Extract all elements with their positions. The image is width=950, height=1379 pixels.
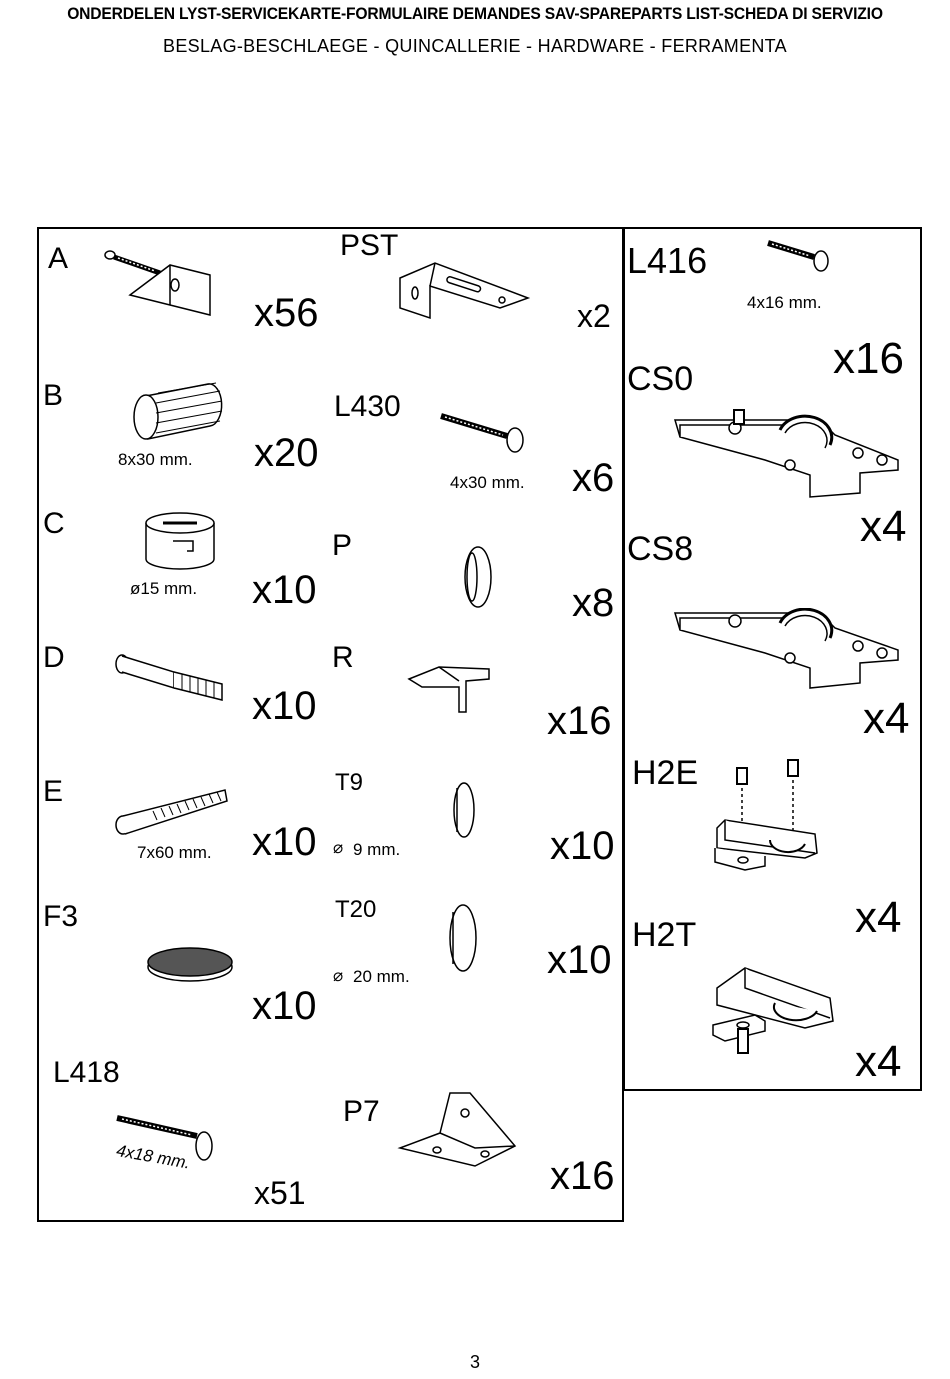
part-code-d: D bbox=[43, 641, 65, 674]
part-size-b: 8x30 mm. bbox=[118, 450, 193, 469]
cover-cap-icon bbox=[450, 780, 476, 840]
part-qty-l416: x16 bbox=[833, 334, 904, 383]
part-qty-pst: x2 bbox=[577, 298, 611, 334]
angle-bracket-icon bbox=[390, 258, 535, 323]
large-cover-cap-icon bbox=[446, 902, 478, 974]
part-code-h2e: H2E bbox=[632, 754, 699, 792]
felt-pad-icon bbox=[145, 945, 235, 983]
part-qty-b: x20 bbox=[254, 431, 319, 475]
part-code-pst: PST bbox=[340, 229, 399, 262]
part-qty-t20: x10 bbox=[547, 938, 612, 982]
part-qty-r: x16 bbox=[547, 699, 612, 743]
part-qty-l430: x6 bbox=[572, 456, 615, 500]
part-code-t20: T20 bbox=[335, 896, 377, 923]
cabinet-hinge-icon-cs8 bbox=[670, 608, 905, 698]
part-qty-e: x10 bbox=[252, 820, 317, 864]
part-code-t9: T9 bbox=[335, 769, 364, 796]
part-qty-c: x10 bbox=[252, 568, 317, 612]
part-qty-h2e: x4 bbox=[855, 893, 902, 942]
cam-bolt-icon bbox=[112, 654, 230, 704]
part-qty-p7: x16 bbox=[550, 1154, 615, 1198]
hardware-panel-hinges bbox=[623, 227, 922, 1091]
short-wood-screw-icon bbox=[764, 237, 834, 277]
diameter-icon-t20: ⌀ bbox=[333, 966, 344, 985]
part-code-cs8: CS8 bbox=[627, 530, 694, 568]
part-code-l418: L418 bbox=[53, 1056, 120, 1089]
part-code-p7: P7 bbox=[343, 1095, 380, 1128]
shelf-support-peg-icon bbox=[458, 544, 498, 610]
page-subtitle: BESLAG-BESCHLAEGE - QUINCALLERIE - HARDW… bbox=[163, 36, 787, 56]
part-code-e: E bbox=[43, 775, 64, 808]
hardware-panel-main bbox=[37, 227, 624, 1222]
part-code-b: B bbox=[43, 379, 64, 412]
shelf-clip-icon bbox=[404, 657, 494, 715]
part-qty-a: x56 bbox=[254, 291, 319, 335]
long-wood-screw-icon bbox=[437, 408, 527, 458]
part-code-cs0: CS0 bbox=[627, 360, 694, 398]
part-qty-f3: x10 bbox=[252, 984, 317, 1028]
long-bolt-icon bbox=[113, 787, 231, 837]
part-size-l416: 4x16 mm. bbox=[747, 293, 822, 312]
cabinet-hinge-icon bbox=[670, 405, 905, 505]
part-code-f3: F3 bbox=[43, 900, 79, 933]
part-code-l430: L430 bbox=[334, 390, 401, 423]
wood-screw-icon bbox=[112, 1108, 217, 1168]
part-qty-l418: x51 bbox=[254, 1175, 306, 1211]
part-qty-d: x10 bbox=[252, 684, 317, 728]
part-size-e: 7x60 mm. bbox=[137, 843, 212, 862]
cam-lock-icon bbox=[143, 511, 218, 571]
part-size-c: ø15 mm. bbox=[130, 579, 198, 598]
part-qty-cs8: x4 bbox=[863, 694, 910, 743]
part-qty-cs0: x4 bbox=[860, 502, 907, 551]
part-size-t9: 9 mm. bbox=[353, 840, 401, 859]
part-qty-h2t: x4 bbox=[855, 1037, 902, 1086]
part-code-a: A bbox=[48, 242, 69, 275]
hinge-plate-screw-icon bbox=[705, 963, 835, 1058]
part-code-p: P bbox=[332, 529, 353, 562]
wooden-dowel-icon bbox=[128, 381, 228, 441]
part-code-r: R bbox=[332, 641, 354, 674]
part-code-h2t: H2T bbox=[632, 916, 697, 954]
corner-brace-icon bbox=[395, 1088, 520, 1170]
diameter-icon-t9: ⌀ bbox=[333, 838, 344, 857]
part-code-c: C bbox=[43, 507, 65, 540]
part-qty-t9: x10 bbox=[550, 824, 615, 868]
screw-with-block-icon bbox=[100, 245, 220, 320]
part-code-l416: L416 bbox=[627, 240, 708, 281]
part-size-t20: 20 mm. bbox=[353, 967, 410, 986]
page-number: 3 bbox=[469, 1352, 480, 1372]
page-title: ONDERDELEN LYST-SERVICEKARTE-FORMULAIRE … bbox=[67, 4, 883, 23]
part-size-l430: 4x30 mm. bbox=[450, 473, 525, 492]
hinge-plate-icon bbox=[705, 758, 825, 876]
part-qty-p: x8 bbox=[572, 581, 615, 625]
